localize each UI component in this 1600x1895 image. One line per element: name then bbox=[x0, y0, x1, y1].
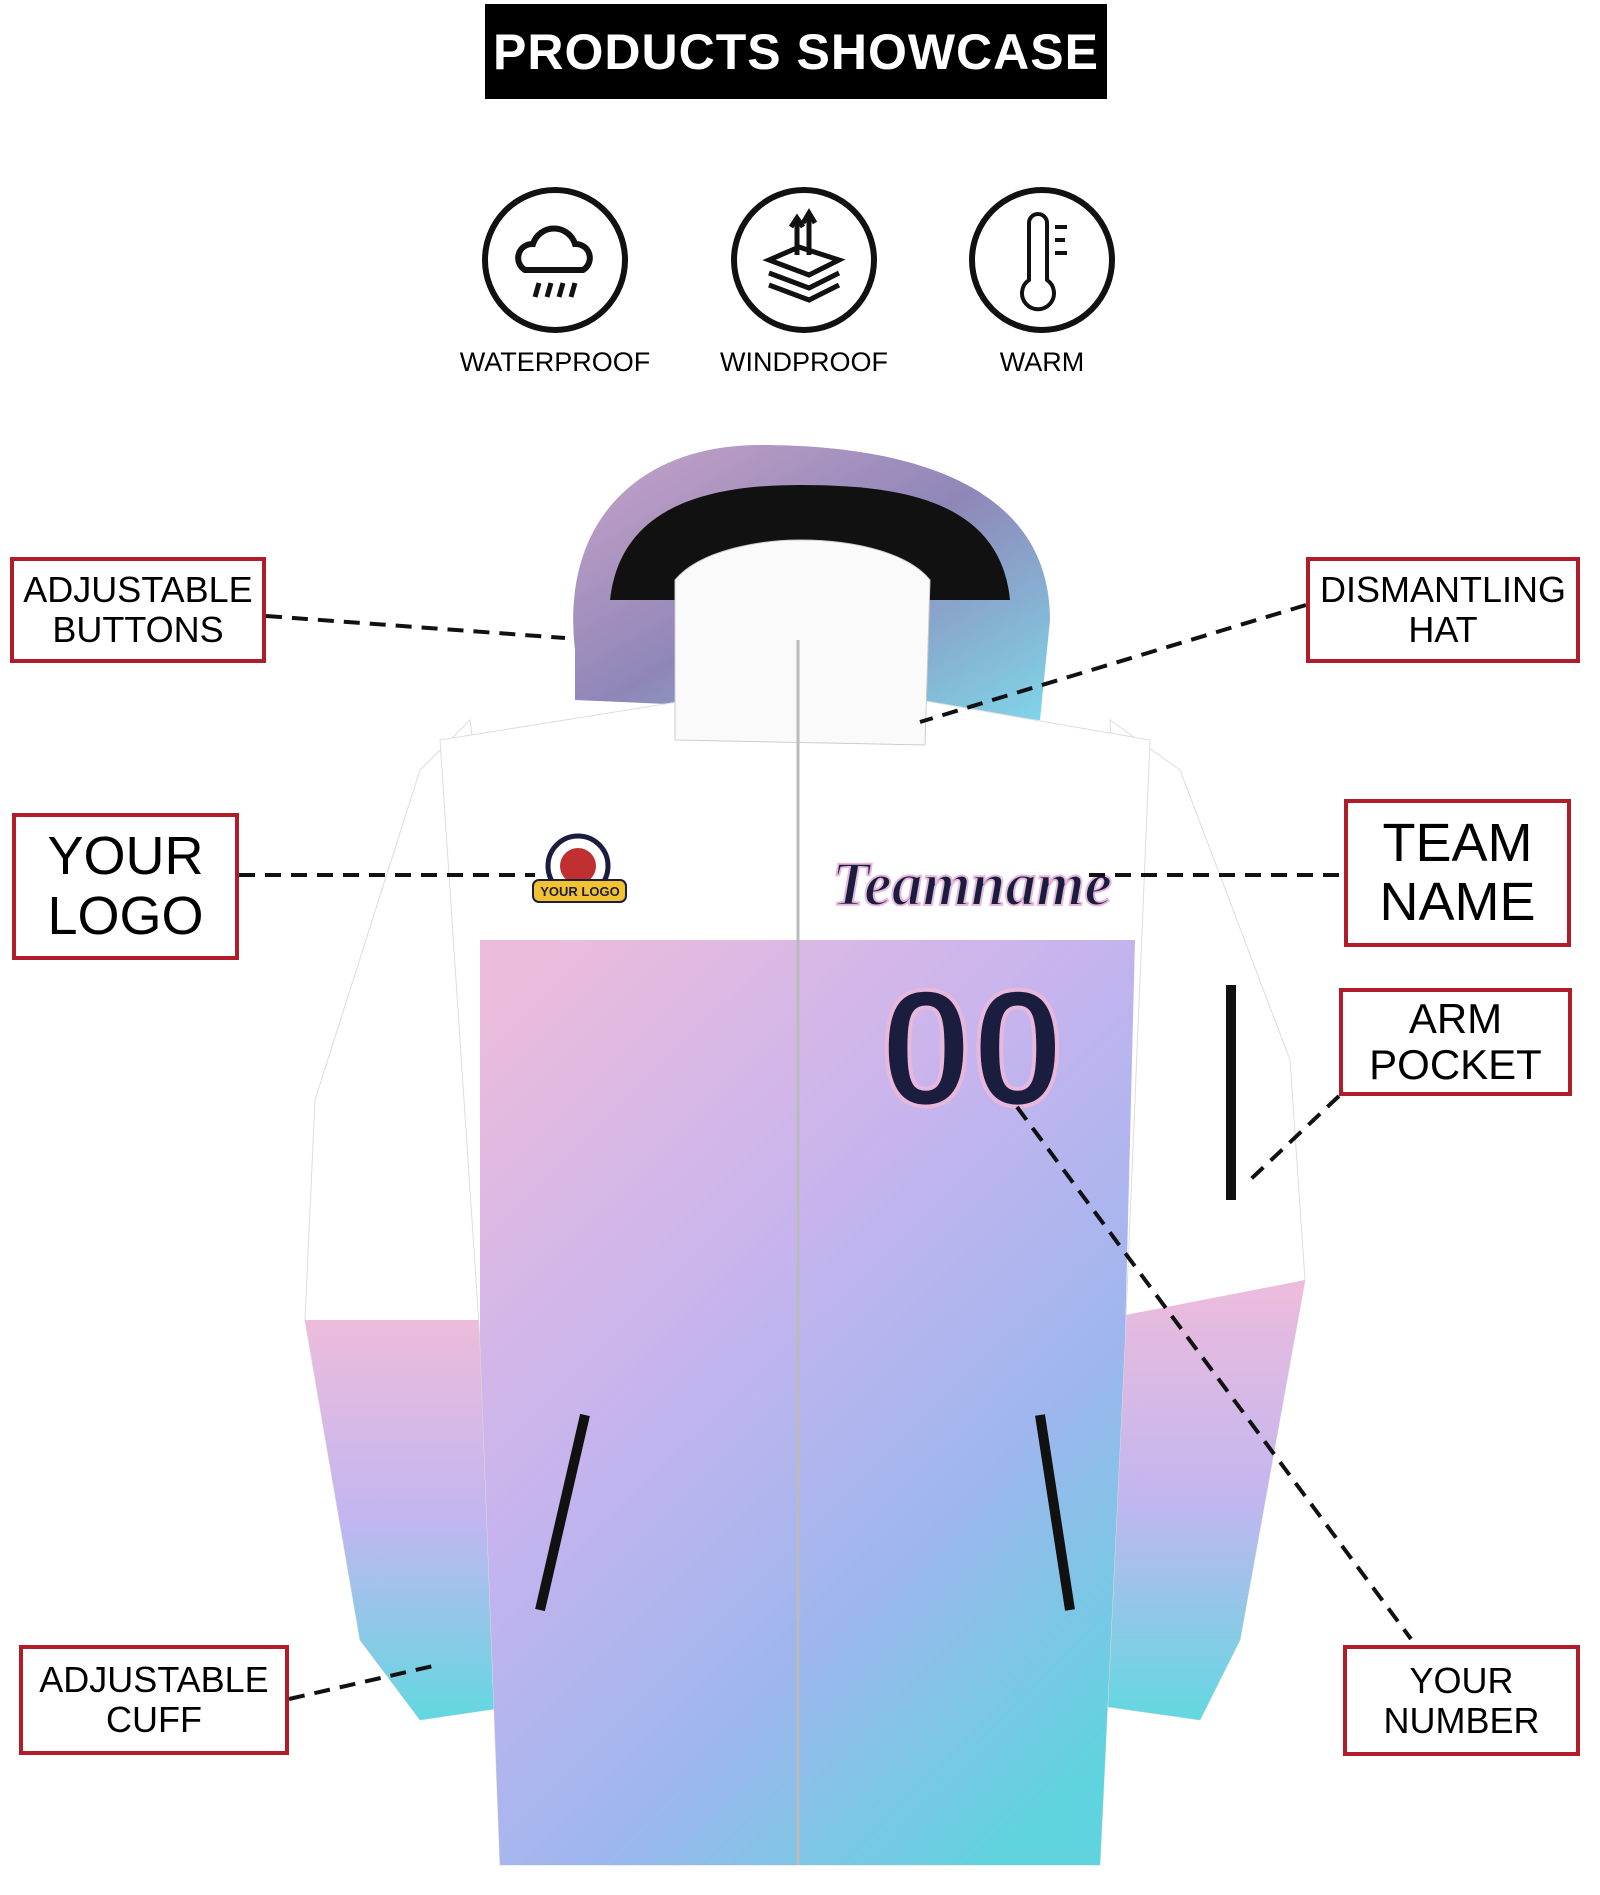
layers-wind-icon bbox=[731, 187, 877, 333]
feature-windproof: WINDPROOF bbox=[694, 185, 914, 378]
arm-pocket-zipper bbox=[1226, 985, 1236, 1200]
callout-your-number: YOUR NUMBER bbox=[1343, 1645, 1580, 1756]
callout-adjustable-cuff: ADJUSTABLE CUFF bbox=[19, 1645, 289, 1755]
callout-your-logo: YOUR LOGO bbox=[12, 813, 239, 960]
team-name-text: Teamname bbox=[832, 851, 1112, 919]
page-title: PRODUCTS SHOWCASE bbox=[485, 4, 1107, 99]
feature-label: WARM bbox=[999, 347, 1085, 377]
callout-arm-pocket: ARM POCKET bbox=[1339, 988, 1572, 1096]
leader-arm bbox=[1249, 1094, 1341, 1181]
feature-label: WATERPROOF bbox=[459, 347, 651, 377]
leader-number bbox=[1015, 1105, 1413, 1641]
jersey-number: 00 bbox=[880, 956, 1064, 1140]
svg-text:YOUR LOGO: YOUR LOGO bbox=[540, 884, 619, 899]
leader-buttons bbox=[265, 614, 566, 640]
collar bbox=[674, 539, 931, 746]
callout-dismantling-hat: DISMANTLING HAT bbox=[1306, 557, 1580, 663]
callout-adjustable-buttons: ADJUSTABLE BUTTONS bbox=[10, 557, 266, 663]
right-pocket bbox=[1035, 1414, 1075, 1611]
torso-color bbox=[480, 940, 1135, 1865]
callout-team-name: TEAM NAME bbox=[1344, 799, 1571, 947]
leader-hat bbox=[919, 603, 1307, 724]
logo-badge: YOUR LOGO bbox=[532, 833, 627, 903]
thermometer-icon bbox=[969, 187, 1115, 333]
feature-label: WINDPROOF bbox=[720, 347, 888, 377]
left-pocket bbox=[535, 1413, 590, 1612]
feature-waterproof: WATERPROOF bbox=[445, 185, 665, 378]
rain-cloud-icon bbox=[482, 187, 628, 333]
feature-warm: WARM bbox=[932, 185, 1152, 378]
